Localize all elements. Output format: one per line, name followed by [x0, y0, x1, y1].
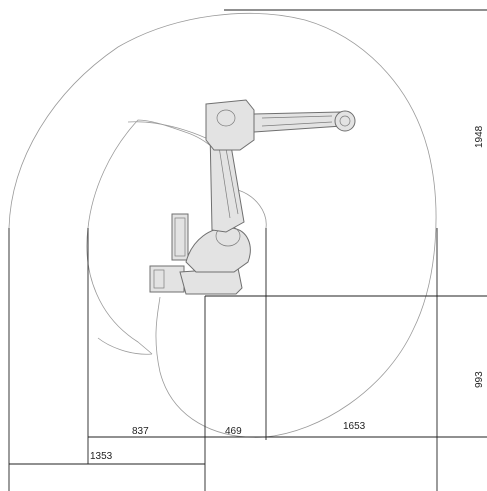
dimension-label-1653: 1653 — [343, 421, 366, 432]
robot-wrist-flange — [339, 115, 351, 127]
robot-cable-box-detail — [153, 269, 165, 289]
robot-illustration — [149, 99, 356, 295]
dimension-label-1353: 1353 — [90, 451, 113, 462]
robot-turntable — [185, 227, 251, 273]
robot-upper-arm-detail — [261, 115, 333, 127]
robot-motor-housing — [171, 213, 189, 261]
robot-joint-3 — [216, 109, 236, 127]
robot-lower-arm-detail — [217, 137, 239, 219]
dimension-label-1948: 1948 — [474, 125, 485, 148]
robot-motor-detail — [174, 217, 186, 257]
dimension-label-469: 469 — [225, 426, 242, 437]
working-envelope-outline — [8, 13, 437, 438]
working-envelope-small-arc — [237, 189, 267, 229]
robot-wrist — [334, 110, 356, 132]
dimension-label-837: 837 — [132, 426, 149, 437]
dimension-label-993: 993 — [474, 371, 485, 388]
